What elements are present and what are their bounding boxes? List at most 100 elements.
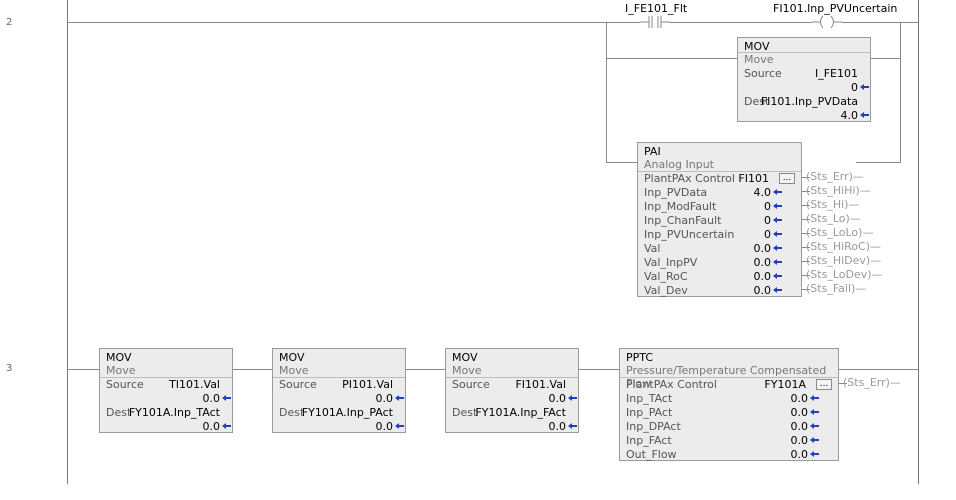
arrow-left-icon: [860, 84, 869, 90]
browse-dots-button[interactable]: ...: [779, 173, 795, 184]
source-tag[interactable]: TI101.Val: [169, 378, 220, 391]
output-status-label: Sts_Lo: [810, 212, 846, 225]
output-wire: [802, 275, 810, 276]
source-value[interactable]: 0.0: [548, 392, 567, 405]
output-wire: [802, 177, 810, 178]
source-label: Source: [106, 378, 144, 391]
arrow-left-icon: [773, 217, 782, 223]
dest-value[interactable]: 0.0: [202, 420, 221, 433]
output-status[interactable]: (Sts_Fail)—: [806, 282, 867, 295]
dest-label: Dest: [744, 95, 770, 108]
mov-block-fe101[interactable]: MOV Move Source I_FE101 0 Dest FI101.Inp…: [737, 37, 871, 122]
rung2-branch-pai-wire: [606, 162, 637, 163]
block-separator: [738, 52, 870, 53]
rung2-branch-right: [900, 22, 901, 163]
block-separator: [100, 377, 232, 378]
dest-value[interactable]: 0.0: [375, 420, 394, 433]
output-status[interactable]: (Sts_HiHi)—: [806, 184, 871, 197]
param-value[interactable]: 0.0: [790, 420, 809, 433]
param-value[interactable]: 0.0: [790, 392, 809, 405]
source-tag[interactable]: I_FE101: [814, 67, 858, 80]
param-value[interactable]: 0: [764, 200, 771, 213]
output-status[interactable]: (Sts_HiDev)—: [806, 254, 882, 267]
output-status[interactable]: (Sts_Hi)—: [806, 198, 860, 211]
arrow-left-icon: [860, 112, 869, 118]
rung2-branch-left: [606, 22, 607, 163]
control-tag[interactable]: FY101A: [764, 378, 806, 391]
left-power-rail: [67, 0, 68, 484]
arrow-left-icon: [773, 245, 782, 251]
param-value[interactable]: 0.0: [753, 270, 772, 283]
param-value[interactable]: 0.0: [753, 284, 772, 297]
dest-tag[interactable]: FY101A.Inp_FAct: [475, 406, 566, 419]
param-value[interactable]: 0.0: [790, 434, 809, 447]
output-status[interactable]: (Sts_Err)—: [843, 376, 901, 389]
source-value[interactable]: 0: [851, 81, 858, 94]
dest-tag[interactable]: FY101A.Inp_PAct: [301, 406, 393, 419]
param-label: Inp_DPAct: [626, 420, 681, 433]
param-value[interactable]: 0: [764, 214, 771, 227]
param-label: Out_Flow: [626, 448, 677, 461]
arrow-left-icon: [810, 451, 819, 457]
control-tag[interactable]: FI101: [738, 172, 769, 185]
dest-tag[interactable]: FI101.Inp_PVData: [760, 95, 858, 108]
output-status[interactable]: (Sts_LoLo)—: [806, 226, 874, 239]
arrow-left-icon: [222, 395, 231, 401]
param-label: Inp_TAct: [626, 392, 673, 405]
param-label: Inp_FAct: [626, 434, 672, 447]
coil-icon[interactable]: [812, 15, 842, 29]
dest-tag[interactable]: FY101A.Inp_TAct: [128, 406, 220, 419]
arrow-left-icon: [773, 259, 782, 265]
source-tag[interactable]: FI101.Val: [515, 378, 566, 391]
param-label: Val_Dev: [644, 284, 688, 297]
arrow-left-icon: [395, 423, 404, 429]
param-value[interactable]: 0.0: [753, 256, 772, 269]
contact-icon[interactable]: [640, 15, 670, 29]
browse-dots-button[interactable]: ...: [816, 379, 832, 390]
param-label: Val_InpPV: [644, 256, 698, 269]
arrow-left-icon: [810, 423, 819, 429]
param-value[interactable]: 0: [764, 228, 771, 241]
coil-tag: FI101.Inp_PVUncertain: [773, 2, 898, 15]
block-separator: [620, 377, 838, 378]
arrow-left-icon: [773, 273, 782, 279]
output-wire: [802, 247, 810, 248]
output-status-label: Sts_HiDev: [810, 254, 866, 267]
param-label: Inp_PAct: [626, 406, 673, 419]
param-value[interactable]: 0.0: [790, 406, 809, 419]
block-title: MOV: [452, 351, 478, 364]
block-separator: [446, 377, 578, 378]
param-value[interactable]: 4.0: [753, 186, 772, 199]
source-value[interactable]: 0.0: [202, 392, 221, 405]
output-status[interactable]: (Sts_HiRoC)—: [806, 240, 882, 253]
output-status-label: Sts_Hi: [810, 198, 845, 211]
source-value[interactable]: 0.0: [375, 392, 394, 405]
block-title: MOV: [744, 40, 770, 53]
param-value[interactable]: 0.0: [753, 242, 772, 255]
output-status[interactable]: (Sts_LoDev)—: [806, 268, 883, 281]
rung-number-2[interactable]: 2: [6, 17, 13, 28]
arrow-left-icon: [222, 423, 231, 429]
dest-value[interactable]: 0.0: [548, 420, 567, 433]
output-wire: [802, 219, 810, 220]
param-label: Val: [644, 242, 661, 255]
right-power-rail: [918, 0, 919, 484]
param-value[interactable]: 0.0: [790, 448, 809, 461]
source-tag[interactable]: PI101.Val: [342, 378, 393, 391]
arrow-left-icon: [810, 409, 819, 415]
pptc-block[interactable]: PPTC Pressure/Temperature Compensated Fl…: [619, 348, 839, 461]
output-status[interactable]: (Sts_Lo)—: [806, 212, 861, 225]
pai-block[interactable]: PAI Analog Input PlantPAx Control FI101 …: [637, 142, 802, 297]
arrow-left-icon: [773, 231, 782, 237]
dest-value[interactable]: 4.0: [840, 109, 859, 122]
block-subtitle: Pressure/Temperature Compensated Flow: [626, 364, 827, 390]
arrow-left-icon: [810, 437, 819, 443]
param-label: Val_RoC: [644, 270, 688, 283]
output-status-label: Sts_HiRoC: [810, 240, 866, 253]
arrow-left-icon: [773, 287, 782, 293]
output-status[interactable]: (Sts_Err)—: [806, 170, 864, 183]
rung-number-3[interactable]: 3: [6, 363, 13, 374]
